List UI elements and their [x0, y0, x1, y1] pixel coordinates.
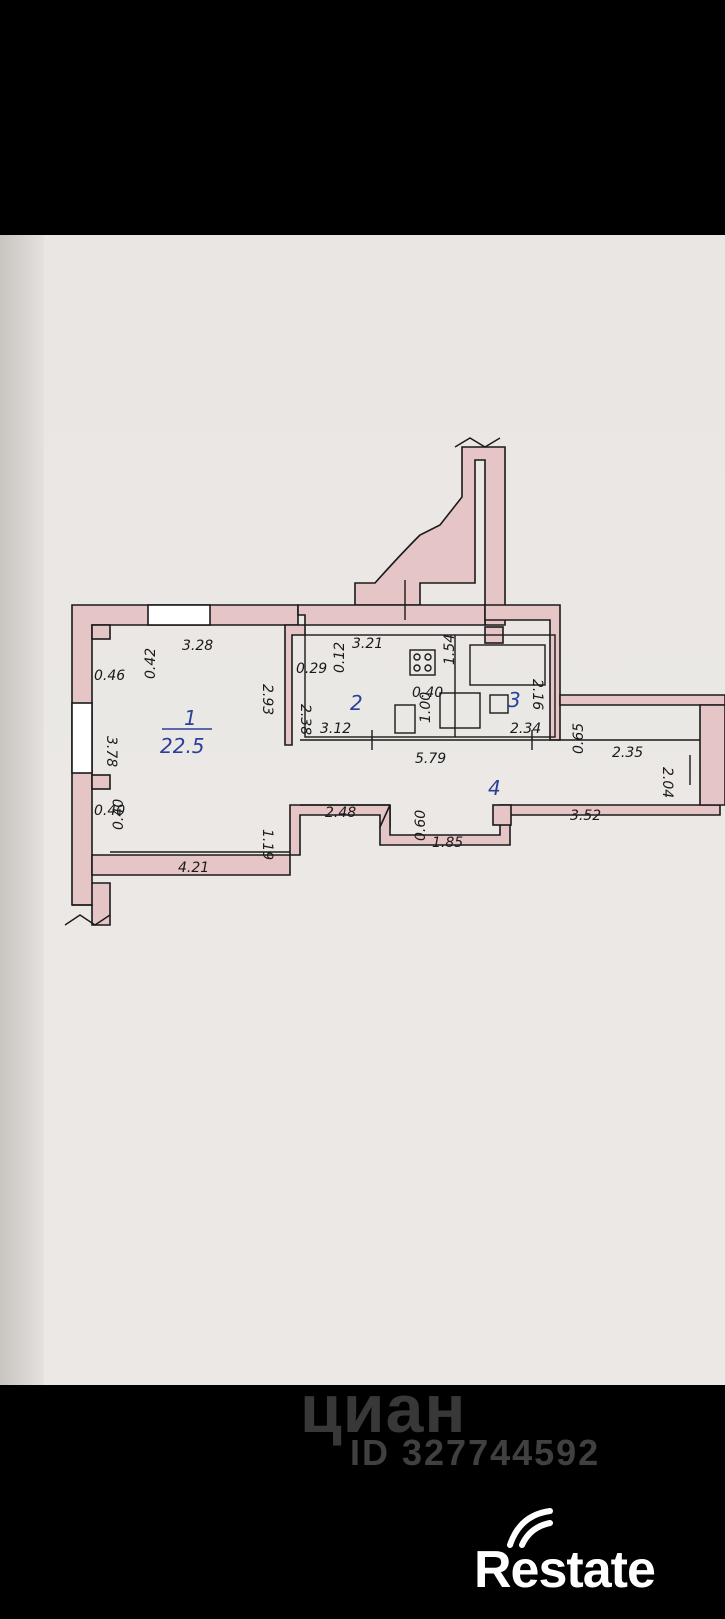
- dim-room1-left-d: 0.40: [111, 799, 127, 830]
- dim-corridor-d: 0.65: [571, 723, 587, 754]
- floor-plan-drawing: 3.28 0.46 0.42 3.78 0.40 0.40 2.93 4.21 …: [64, 437, 725, 926]
- internal-lines: [64, 437, 700, 926]
- dim-room2-e: 1.54: [442, 634, 458, 665]
- dim-room2-d: 1.00: [418, 692, 434, 723]
- wall-room2-top: [297, 604, 486, 626]
- dim-room2-a: 0.29: [296, 661, 327, 677]
- dim-room2-bottom: 3.12: [320, 721, 351, 737]
- dim-corridor-g: 2.04: [659, 767, 675, 798]
- dim-room2-b: 0.12: [332, 642, 348, 673]
- dim-corridor-f: 3.52: [570, 808, 601, 824]
- stove-burner-2: [424, 653, 432, 661]
- stove-burner-4: [424, 664, 432, 672]
- restate-watermark: Restate: [474, 1541, 656, 1599]
- dim-room1-right: 2.93: [259, 684, 275, 715]
- pillar-2: [91, 774, 111, 790]
- dim-room3-bottom: 2.34: [510, 721, 541, 737]
- room2-3-outline: [304, 634, 556, 738]
- washbasin: [489, 694, 509, 714]
- dim-room1-left-a: 0.46: [94, 668, 125, 684]
- cian-watermark-logo: циан: [300, 1371, 467, 1447]
- window-left: [71, 702, 93, 774]
- dim-corridor-a: 2.48: [325, 805, 356, 821]
- balcony: [354, 446, 506, 626]
- stove-burner-1: [413, 653, 421, 661]
- dim-room2-top: 3.21: [352, 636, 383, 652]
- dim-room1-left-c: 0.40: [94, 803, 125, 819]
- bathtub: [469, 644, 546, 686]
- wall-room1-bottom-edge: [72, 883, 93, 906]
- room1-number: 1: [184, 706, 197, 730]
- dim-corridor-e: 2.35: [612, 745, 643, 761]
- pillar-4: [492, 804, 512, 826]
- room3-number: 3: [508, 688, 521, 712]
- dim-room1-top: 3.28: [182, 638, 213, 654]
- wall-room1-bottom: [91, 854, 291, 876]
- stove: [409, 649, 436, 676]
- toilet-box: [439, 692, 481, 729]
- room4-number: 4: [488, 776, 501, 800]
- break-mark-top: [454, 437, 501, 448]
- dim-room1-bottom-right: 1.19: [259, 829, 275, 860]
- dim-room1-left-b: 0.42: [143, 648, 159, 679]
- pillar-1: [91, 624, 111, 640]
- room1-area: 22.5: [160, 734, 205, 758]
- cian-watermark-id: ID 327744592: [350, 1432, 601, 1473]
- paper-fold-shadow: [0, 235, 44, 1385]
- dim-corridor-c: 1.85: [432, 835, 463, 851]
- wall-corridor-end: [699, 704, 725, 806]
- walls: [71, 446, 725, 926]
- dim-corridor-b: 0.60: [413, 810, 429, 841]
- sink: [394, 704, 416, 734]
- break-mark-bottom: [64, 914, 111, 926]
- dim-room2-left: 2.38: [297, 704, 313, 735]
- dimension-labels: 3.28 0.46 0.42 3.78 0.40 0.40 2.93 4.21 …: [94, 634, 675, 876]
- dim-room1-bottom: 4.21: [178, 860, 209, 876]
- dim-room3-right: 2.16: [529, 679, 545, 710]
- floor-plan-paper: 3.28 0.46 0.42 3.78 0.40 0.40 2.93 4.21 …: [0, 235, 725, 1385]
- dim-room1-left-height: 3.78: [103, 736, 119, 767]
- room2-number: 2: [350, 691, 363, 715]
- dim-corridor-length: 5.79: [415, 751, 446, 767]
- wall-corridor-top: [559, 694, 725, 706]
- wall-corridor-bottom-right: [379, 804, 721, 846]
- dim-room2-c: 0.40: [412, 685, 443, 701]
- restate-wave-icon: [507, 1508, 553, 1548]
- stove-burner-3: [413, 664, 421, 672]
- window-top: [147, 604, 211, 626]
